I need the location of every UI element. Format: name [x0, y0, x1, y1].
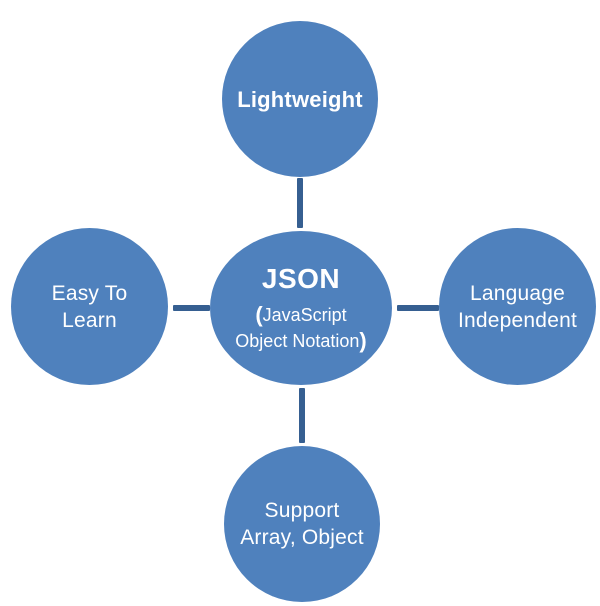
connector-bottom	[299, 388, 305, 443]
open-paren: (	[255, 301, 263, 327]
json-title: JSON	[261, 262, 341, 294]
json-subtitle-line1: (JavaScript	[255, 301, 347, 327]
node-easy-to-learn-line2: Learn	[62, 308, 117, 332]
node-lightweight-label: Lightweight	[237, 86, 363, 112]
json-subtitle: (JavaScript Object Notation)	[235, 302, 366, 354]
node-support-array-object: Support Array, Object	[224, 446, 380, 602]
connector-left	[173, 305, 210, 311]
node-support-array-object-line2: Array, Object	[240, 526, 364, 549]
node-lightweight: Lightweight	[222, 21, 378, 177]
subtitle-text-line1: JavaScript	[262, 304, 347, 325]
close-paren: )	[359, 327, 367, 353]
node-language-independent-line2: Independent	[458, 308, 577, 332]
connector-top	[297, 178, 303, 228]
connector-right	[397, 305, 439, 311]
json-subtitle-line2: Object Notation)	[235, 327, 367, 353]
node-support-array-object-line1: Support	[264, 499, 340, 522]
node-language-independent: Language Independent	[439, 228, 596, 385]
subtitle-text-line2: Object Notation	[235, 330, 360, 351]
node-easy-to-learn-line1: Easy To	[51, 281, 128, 305]
node-easy-to-learn: Easy To Learn	[11, 228, 168, 385]
node-language-independent-line1: Language	[469, 281, 566, 305]
node-json-center: JSON (JavaScript Object Notation)	[210, 231, 392, 385]
